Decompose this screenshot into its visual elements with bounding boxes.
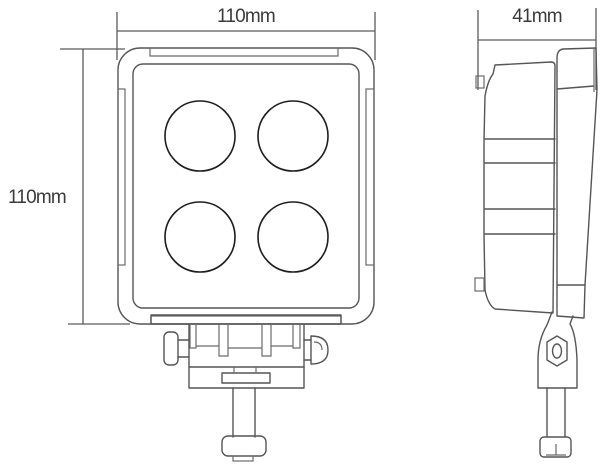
dimension-front-width: 110mm (116, 6, 376, 60)
mounting-bracket (150, 314, 342, 462)
nut-hole (551, 343, 563, 359)
dimension-side-depth: 41mm (477, 6, 597, 90)
dimension-front-height: 110mm (8, 48, 130, 325)
front-width-label: 110mm (217, 6, 275, 27)
led-lens-bottom-right (257, 201, 329, 273)
led-lens-top-left (164, 100, 236, 172)
led-lens-bottom-left (164, 201, 236, 273)
bottom-slot (150, 315, 342, 324)
rear-housing (483, 61, 556, 314)
front-view (117, 47, 375, 462)
housing-outer (117, 47, 375, 325)
left-slot (117, 88, 126, 266)
side-view (474, 47, 598, 458)
front-bezel (556, 47, 598, 319)
front-height-label: 110mm (8, 187, 66, 208)
side-pivot-mount (537, 311, 578, 458)
side-bolt-head (539, 436, 572, 458)
top-slot (149, 48, 339, 57)
right-knob (310, 335, 329, 365)
bolt-head (221, 435, 267, 457)
pivot-body (537, 311, 578, 389)
housing-inner-bezel (132, 63, 360, 309)
bolt-washer (221, 372, 271, 384)
led-lens-top-right (257, 100, 329, 172)
rear-nub-top (475, 75, 485, 89)
side-depth-label: 41mm (512, 6, 562, 27)
right-slot (365, 88, 375, 266)
rear-nub-bottom (474, 277, 485, 292)
hex-nut (546, 335, 568, 367)
bolt-tip (232, 455, 254, 462)
bracket-body (188, 324, 305, 389)
bracket-plate (150, 314, 342, 325)
left-knob (163, 331, 179, 366)
